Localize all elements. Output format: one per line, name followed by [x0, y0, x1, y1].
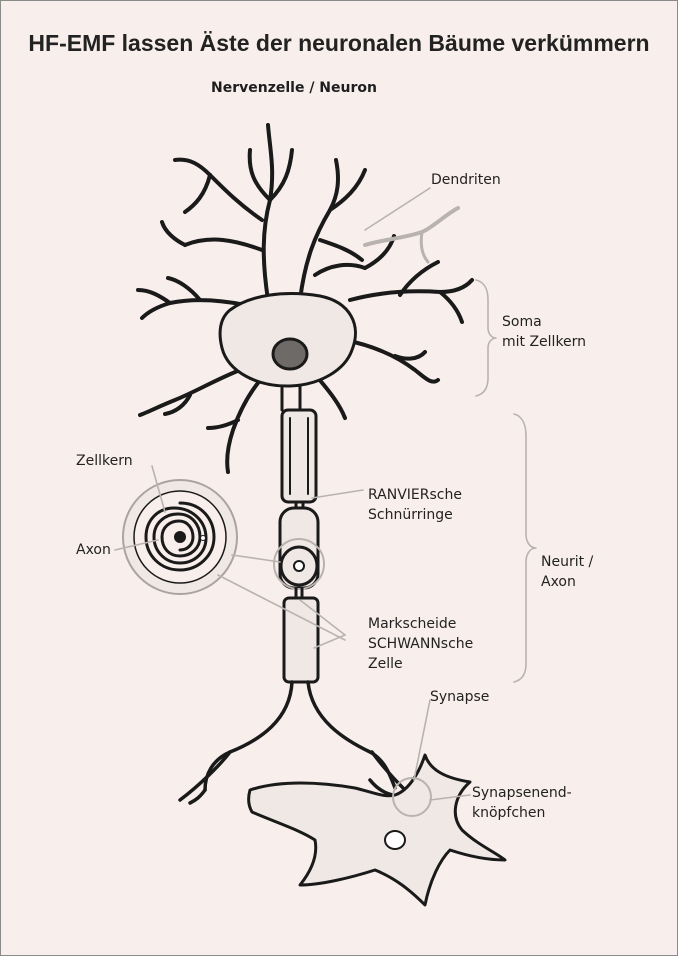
label-endknoepfchen-line-2: knöpfchen [472, 803, 572, 823]
soma-bracket [476, 280, 496, 396]
myelin-segment-1 [282, 410, 316, 502]
axon-cross-section [123, 480, 237, 594]
label-markscheide: Markscheide SCHWANNsche Zelle [368, 614, 473, 674]
label-markscheide-line-1: Markscheide [368, 614, 473, 634]
label-ranvier-line-2: Schnürringe [368, 505, 462, 525]
label-soma: Soma mit Zellkern [502, 312, 586, 352]
label-soma-line-2: mit Zellkern [502, 332, 586, 352]
label-dendriten: Dendriten [431, 170, 501, 190]
label-neurit-line-2: Axon [541, 572, 593, 592]
label-neurit: Neurit / Axon [541, 552, 593, 592]
label-endknoepfchen-line-1: Synapsenend- [472, 783, 572, 803]
target-nucleus [385, 831, 405, 849]
label-axon: Axon [76, 540, 111, 560]
soma-nucleus [273, 339, 307, 369]
label-zellkern: Zellkern [76, 451, 133, 471]
label-synapse: Synapse [430, 687, 489, 707]
label-synapsenendknoepfchen: Synapsenend- knöpfchen [472, 783, 572, 823]
target-cell [249, 755, 505, 905]
label-ranvier: RANVIERsche Schnürringe [368, 485, 462, 525]
label-ranvier-line-1: RANVIERsche [368, 485, 462, 505]
label-neurit-line-1: Neurit / [541, 552, 593, 572]
neurit-bracket [514, 414, 536, 682]
label-soma-line-1: Soma [502, 312, 586, 332]
label-markscheide-line-2: SCHWANNsche [368, 634, 473, 654]
label-markscheide-line-3: Zelle [368, 654, 473, 674]
